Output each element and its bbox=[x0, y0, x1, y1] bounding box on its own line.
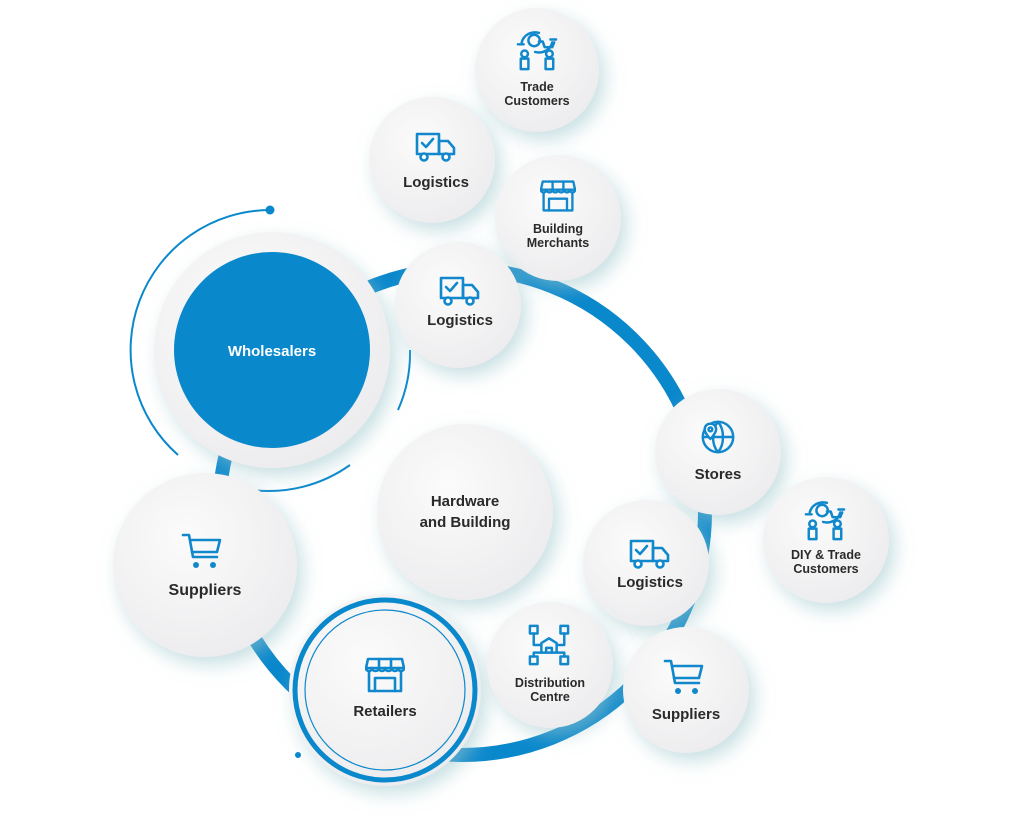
node-trade-customers[interactable]: Trade Customers bbox=[475, 8, 599, 132]
distribution-line1: Distribution bbox=[515, 676, 585, 690]
arc-dot bbox=[265, 205, 275, 215]
center-label-line1: Hardware bbox=[431, 493, 499, 510]
logistics-low-label: Logistics bbox=[617, 574, 683, 591]
suppliers-right-label: Suppliers bbox=[652, 706, 720, 723]
node-logistics-low[interactable]: Logistics bbox=[583, 500, 709, 626]
center-label-line2: and Building bbox=[420, 514, 511, 531]
node-hardware-and-building[interactable]: Hardware and Building bbox=[377, 424, 553, 600]
stores-label: Stores bbox=[695, 466, 742, 483]
retailers-label: Retailers bbox=[353, 703, 416, 720]
node-logistics-mid[interactable]: Logistics bbox=[395, 242, 521, 368]
node-building-merchants[interactable]: Building Merchants bbox=[495, 155, 621, 281]
building-merchants-line1: Building bbox=[533, 222, 583, 236]
node-distribution-centre[interactable]: Distribution Centre bbox=[487, 602, 613, 728]
arc-bottom bbox=[251, 464, 351, 492]
wholesalers-label: Wholesalers bbox=[228, 343, 316, 360]
wholesalers-arc bbox=[129, 209, 271, 456]
arc-right bbox=[397, 349, 412, 411]
logistics-top-label: Logistics bbox=[403, 174, 469, 191]
node-suppliers-left[interactable]: Suppliers bbox=[113, 473, 297, 657]
node-wholesalers[interactable]: Wholesalers bbox=[154, 232, 390, 468]
node-suppliers-right[interactable]: Suppliers bbox=[623, 627, 749, 753]
retailers-dot bbox=[295, 752, 301, 758]
node-retailers[interactable]: Retailers bbox=[289, 594, 481, 786]
node-logistics-top[interactable]: Logistics bbox=[369, 97, 495, 223]
trade-customers-line1: Trade bbox=[520, 80, 553, 94]
suppliers-left-label: Suppliers bbox=[169, 582, 242, 599]
distribution-line2: Centre bbox=[530, 690, 570, 704]
diy-trade-line2: Customers bbox=[793, 562, 858, 576]
node-diy-trade-customers[interactable]: DIY & Trade Customers bbox=[763, 477, 889, 603]
node-stores[interactable]: Stores bbox=[655, 389, 781, 515]
building-merchants-line2: Merchants bbox=[527, 236, 590, 250]
logistics-mid-label: Logistics bbox=[427, 312, 493, 329]
trade-customers-line2: Customers bbox=[504, 94, 569, 108]
diy-trade-line1: DIY & Trade bbox=[791, 548, 861, 562]
